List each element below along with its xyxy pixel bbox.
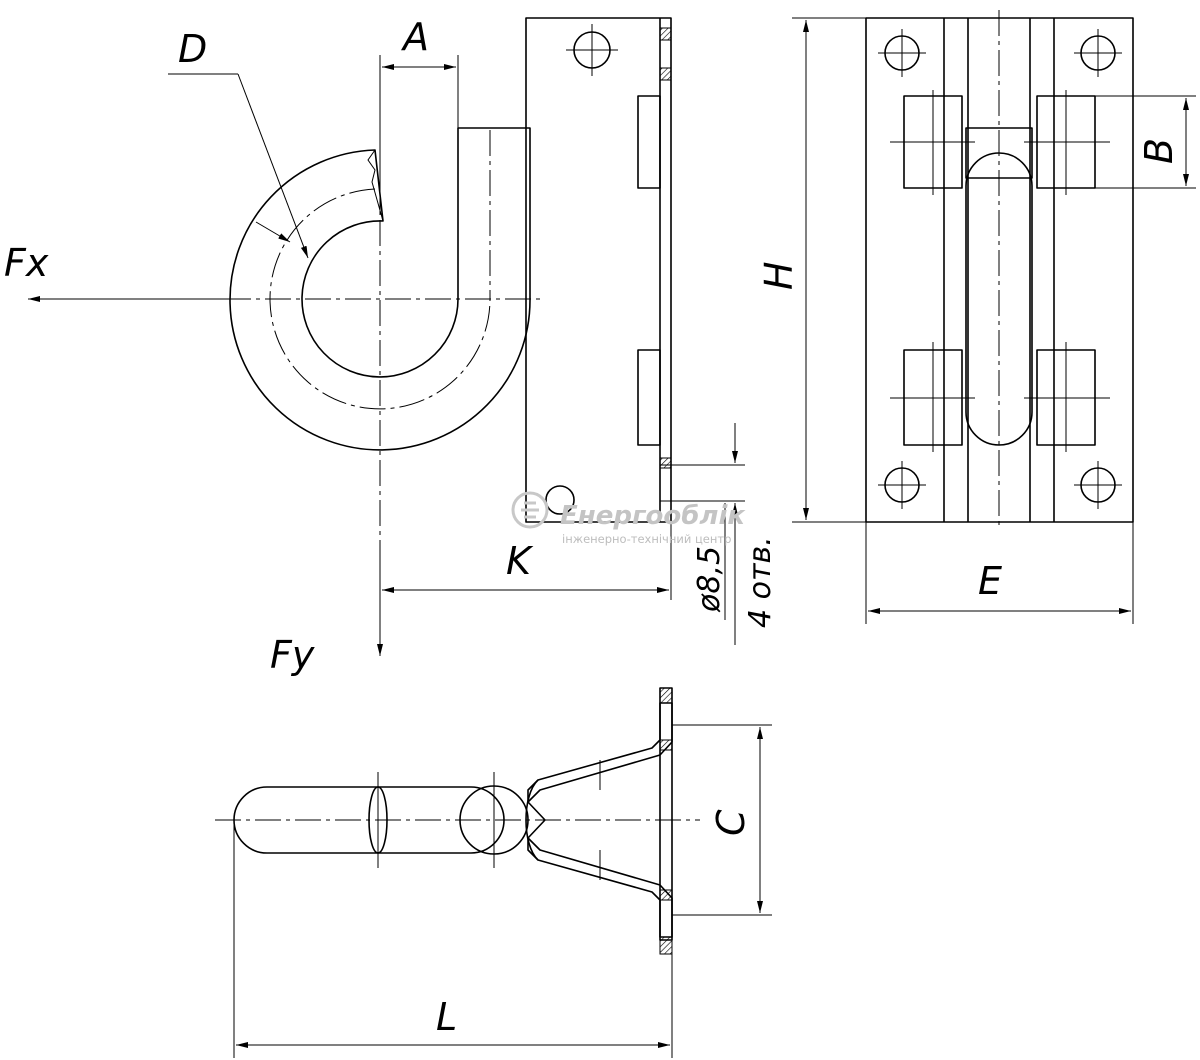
label-d: D xyxy=(178,27,207,71)
label-h: H xyxy=(757,261,801,290)
watermark-name: Енергооблік xyxy=(560,501,746,531)
label-k: K xyxy=(506,539,534,583)
hook-tip-break xyxy=(367,149,384,222)
label-fy: Fy xyxy=(270,633,315,677)
dimension-d-leader xyxy=(237,73,309,259)
label-e: E xyxy=(978,559,1002,603)
label-l: L xyxy=(436,995,457,1039)
label-fx: Fx xyxy=(4,241,49,285)
corner-holes xyxy=(878,29,1122,509)
label-b: B xyxy=(1137,138,1181,164)
plate-top xyxy=(659,687,673,941)
hole-count-note: 4 отв. xyxy=(743,536,778,628)
hole-diameter-note: ø8,5 xyxy=(692,546,727,613)
hook-body xyxy=(229,127,531,451)
watermark: Енергооблік інженерно-технічний центр xyxy=(511,491,746,546)
bracket-lug-top xyxy=(637,95,661,189)
hole-section-hatch-top-b xyxy=(659,67,672,81)
lugs xyxy=(890,90,1110,452)
side-view: H B E xyxy=(757,10,1196,624)
label-c: C xyxy=(709,809,753,836)
hook-mid-arc-centerline xyxy=(269,188,491,410)
watermark-logo-icon xyxy=(511,491,549,529)
hook-side-profile xyxy=(965,152,1033,446)
hook-neck xyxy=(965,127,1033,179)
hole-section-hatch-bottom xyxy=(659,457,672,469)
bracket-lug-bottom xyxy=(637,349,661,446)
label-a: A xyxy=(400,15,429,59)
base-plate-side xyxy=(525,17,672,523)
mounting-hole-bottom xyxy=(545,485,575,515)
watermark-subtitle: інженерно-технічний центр xyxy=(562,532,731,546)
front-view: A D Fx Fy K ø8,5 4 отв. xyxy=(4,15,778,677)
top-view: C L xyxy=(215,687,772,1058)
hole-section-hatch-top-a xyxy=(659,27,672,41)
